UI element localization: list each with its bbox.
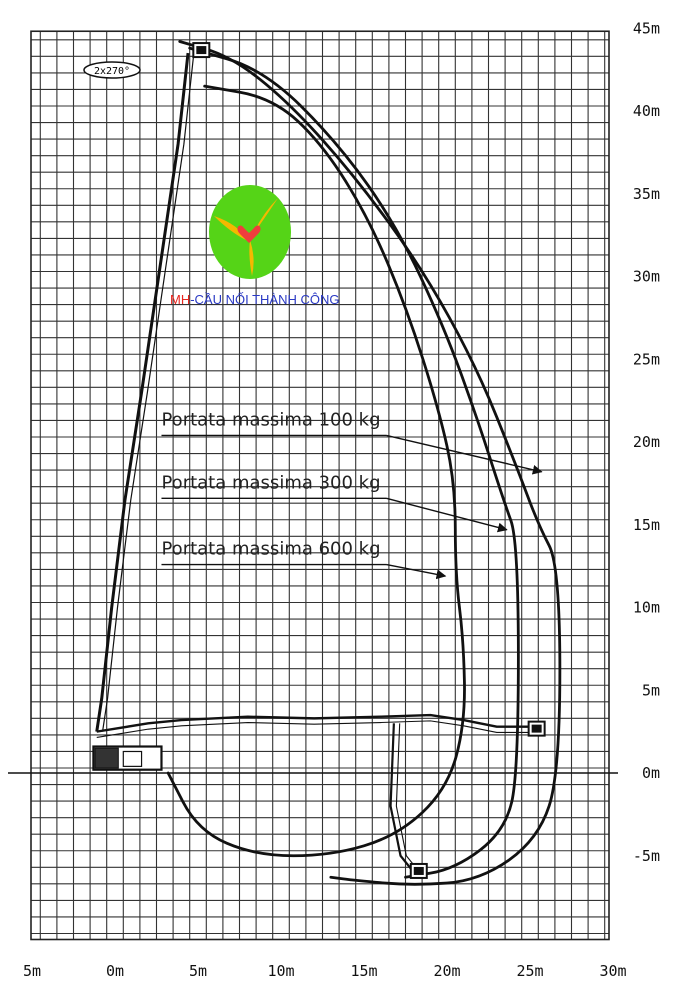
x-tick-label: 0m <box>106 962 124 980</box>
x-tick-label: 5m <box>189 962 207 980</box>
y-tick-label: 35m <box>633 185 660 203</box>
x-tick-label: 10m <box>267 962 294 980</box>
y-tick-label: 40m <box>633 102 660 120</box>
boom-vertical-inner <box>101 53 195 732</box>
leader-arrow-3 <box>386 563 447 580</box>
y-tick-label: 0m <box>642 764 660 782</box>
x-tick-label: 15m <box>350 962 377 980</box>
boom-horizontal <box>96 713 534 733</box>
basket-bottom-frame <box>413 866 424 875</box>
logo-swirl <box>214 216 246 240</box>
reach-curve-3 <box>166 84 466 858</box>
truck-body <box>122 750 143 767</box>
basket-top-frame <box>196 46 207 55</box>
grid-border <box>30 30 610 941</box>
x-tick-label: 5m <box>23 962 41 980</box>
brand-prefix: MH <box>170 292 190 307</box>
curve-annotations: Portata massima 100 kg Portata massima 30… <box>161 409 543 580</box>
basket-right-frame <box>531 724 542 733</box>
boom-machine <box>92 42 546 879</box>
company-logo: MH-CẦU NỐI THÀNH CÔNG <box>170 185 339 307</box>
y-tick-label: 45m <box>633 19 660 37</box>
y-tick-label: 15m <box>633 516 660 534</box>
x-tick-label: 30m <box>599 962 626 980</box>
leader-arrow-1 <box>386 434 543 475</box>
reach-curves <box>166 40 562 886</box>
x-tick-label: 25m <box>516 962 543 980</box>
logo-swirl <box>249 240 254 276</box>
x-axis-ticks: 5m 0m 5m 10m 15m 20m 25m 30m <box>23 962 627 980</box>
heart-icon <box>237 225 261 243</box>
y-tick-label: 10m <box>633 599 660 617</box>
reach-curve-1 <box>178 40 562 886</box>
boom-down <box>389 723 415 873</box>
y-tick-label: 20m <box>633 433 660 451</box>
svg-text:MH-CẦU NỐI THÀNH CÔNG: MH-CẦU NỐI THÀNH CÔNG <box>170 292 339 307</box>
leader-arrow-2 <box>386 497 508 533</box>
brand-name: -CẦU NỐI THÀNH CÔNG <box>190 292 339 307</box>
boom-vertical <box>95 52 190 732</box>
y-tick-label: 30m <box>633 268 660 286</box>
curve-label-2: Portata massima 300 kg <box>161 472 380 493</box>
rotation-badge: 2x270° <box>83 61 141 79</box>
rotation-badge-text: 2x270° <box>94 66 130 77</box>
truck-cab <box>94 747 119 769</box>
y-tick-label: 5m <box>642 681 660 699</box>
reach-curve-2 <box>188 46 520 879</box>
curve-label-3: Portata massima 600 kg <box>161 539 380 560</box>
curve-label-1: Portata massima 100 kg <box>161 409 380 430</box>
y-axis-ticks: 45m 40m 35m 30m 25m 20m 15m 10m 5m 0m -5m <box>633 19 660 865</box>
y-tick-label: 25m <box>633 350 660 368</box>
boom-horizontal-inner <box>96 720 534 738</box>
x-tick-label: 20m <box>433 962 460 980</box>
y-tick-label: -5m <box>633 847 660 865</box>
